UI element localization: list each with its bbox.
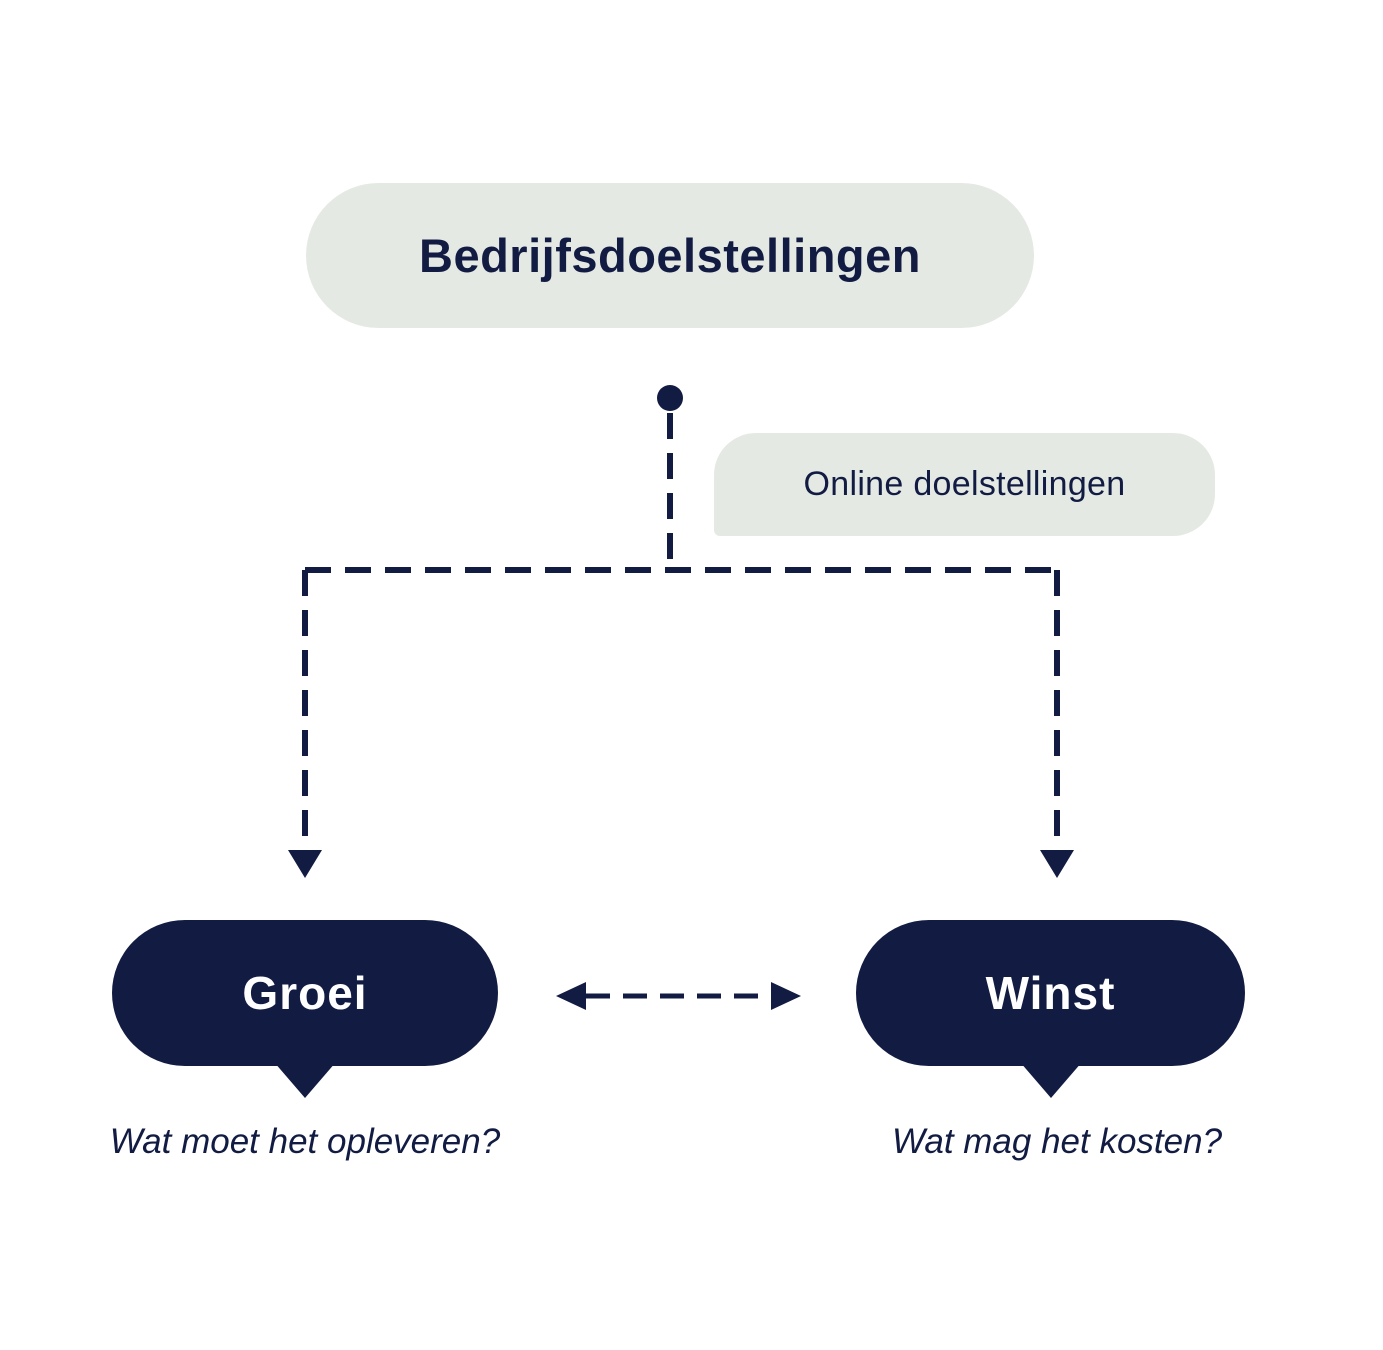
groei-node-label: Groei [242, 967, 368, 1019]
online-doelstellingen-label: Online doelstellingen [714, 433, 1215, 536]
bidirectional-arrow [556, 982, 801, 1010]
winst-caption: Wat mag het kosten? [891, 1122, 1223, 1161]
arrow-right-icon [771, 982, 801, 1010]
winst-node-tail [1019, 1062, 1082, 1098]
groei-caption: Wat moet het opleveren? [109, 1122, 501, 1161]
arrow-left-icon [556, 982, 586, 1010]
winst-node-label: Winst [985, 967, 1116, 1019]
arrow-down-left-icon [288, 850, 322, 878]
winst-node: Winst [856, 920, 1245, 1098]
connector-origin-dot [657, 385, 683, 411]
root-node-label: Bedrijfsdoelstellingen [419, 229, 921, 282]
arrow-down-right-icon [1040, 850, 1074, 878]
online-doelstellingen-text: Online doelstellingen [803, 465, 1126, 503]
groei-node: Groei [112, 920, 498, 1098]
groei-node-tail [274, 1062, 336, 1098]
root-node: Bedrijfsdoelstellingen [306, 183, 1034, 328]
